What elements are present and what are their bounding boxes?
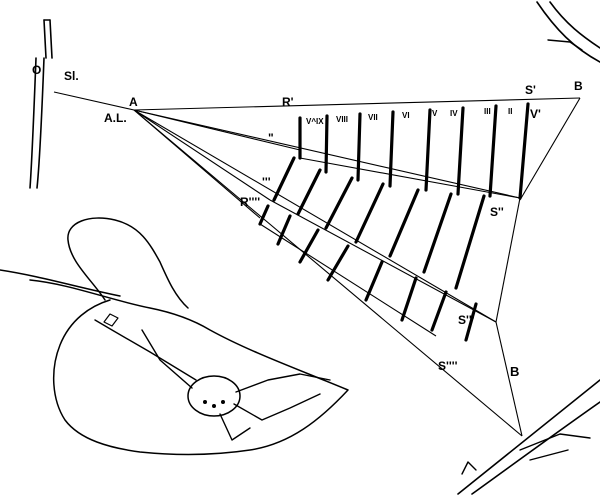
web-panels-row1	[298, 102, 530, 200]
label-v2: II	[508, 107, 512, 116]
label-sl: Sl.	[64, 69, 79, 83]
web-panels-row3	[258, 204, 478, 342]
label-v7: VII	[368, 113, 378, 122]
label-r4: R''''	[240, 195, 260, 209]
label-al: A.L.	[104, 111, 127, 125]
label-r1: R'	[282, 95, 294, 109]
diagram-labels: O Sl. A A.L. R' " ''' R'''' S' B S'' S''…	[32, 63, 583, 379]
label-v3: III	[484, 107, 491, 116]
label-s3: S'''	[458, 313, 475, 327]
label-s2: S''	[490, 205, 504, 219]
label-r3: '''	[262, 175, 271, 189]
upper-right-branch	[536, 1, 600, 63]
label-o: O	[32, 63, 41, 77]
label-b-low: B	[510, 364, 519, 379]
label-v1: V'	[530, 107, 541, 121]
web-panels-row2	[269, 156, 497, 323]
label-s4: S''''	[438, 359, 458, 373]
label-r2: "	[268, 131, 274, 145]
spider	[94, 313, 331, 441]
label-v8: VIII	[336, 115, 348, 124]
lower-right-branch	[457, 379, 600, 495]
label-v9: V^IX	[306, 117, 324, 126]
label-s1: S'	[525, 83, 536, 97]
frame-threads	[53, 91, 581, 437]
radial-lines	[133, 109, 301, 219]
label-v6: VI	[402, 111, 410, 120]
left-branch	[29, 19, 53, 189]
label-v5: V	[432, 109, 438, 118]
label-a: A	[129, 95, 138, 109]
label-v4: IV	[450, 109, 458, 118]
label-b-top: B	[574, 79, 583, 93]
leaf-retreat	[0, 217, 349, 456]
